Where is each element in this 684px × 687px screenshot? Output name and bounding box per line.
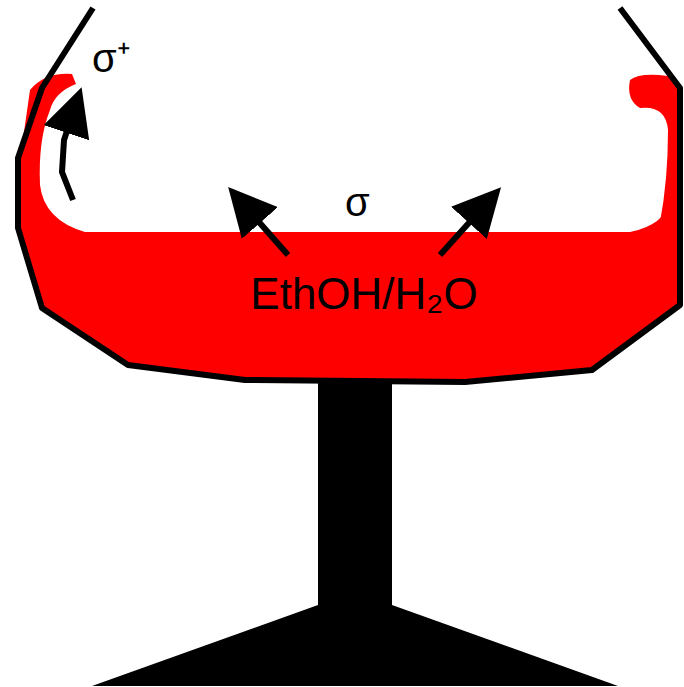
glass-stem (318, 380, 392, 612)
liquid-label: EthOH/H₂O (250, 272, 477, 316)
surface-tension-symbol: σ (345, 182, 370, 222)
wine-drip (629, 75, 682, 222)
surface-tension-symbol: σ⁺ (92, 38, 131, 78)
wine-film (20, 74, 85, 232)
evaporation-arrow (244, 205, 288, 255)
glass-outline (18, 8, 680, 382)
evaporation-arrow (440, 205, 485, 255)
marangoni-arrow (62, 110, 74, 200)
glass-foot (92, 605, 618, 686)
